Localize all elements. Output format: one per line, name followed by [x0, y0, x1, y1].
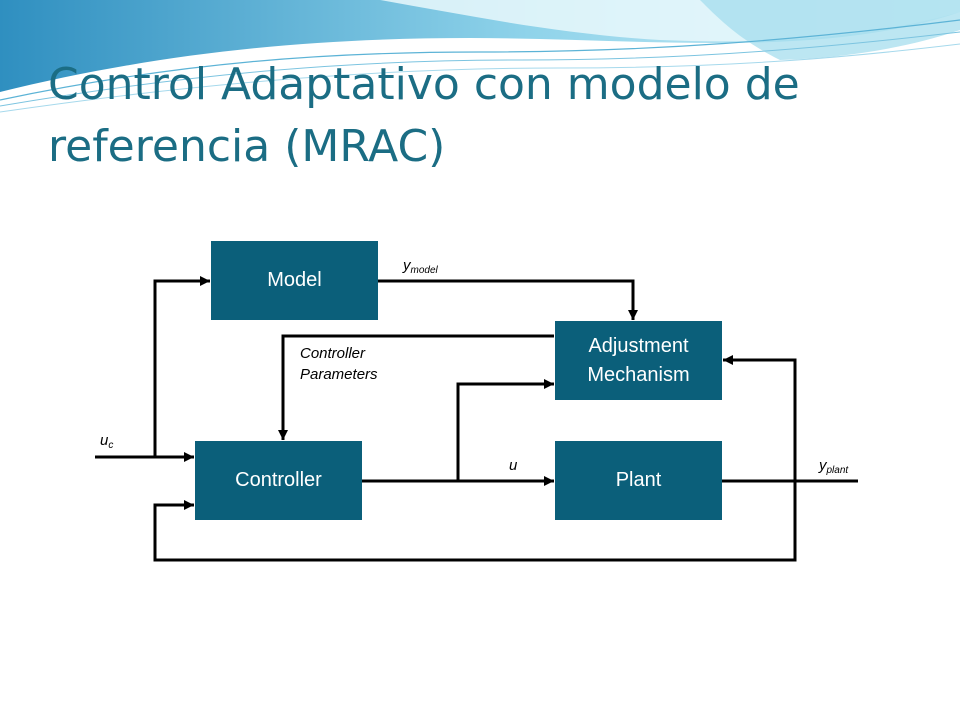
plant-block-label: Plant: [615, 469, 662, 491]
header-wave-decoration: [0, 0, 960, 113]
controller-block-label: Controller: [235, 469, 322, 491]
edge-yplant-to-adjustment: [723, 355, 797, 481]
signal-label-y-plant: yplant: [819, 457, 848, 476]
slide-title-line-1: Control Adaptativo con modelo de: [48, 59, 800, 110]
edge-ymodel-to-adjustment: [378, 279, 638, 320]
slide-title-line-2: referencia (MRAC): [48, 121, 446, 172]
signal-y-plant-sub: plant: [826, 465, 849, 476]
controller-parameters-line-2: Parameters: [300, 366, 378, 383]
signal-label-u: u: [509, 457, 518, 474]
adjustment-block-label-line-2: Mechanism: [587, 363, 690, 386]
wave-line-1: [0, 19, 960, 101]
model-block-label: Model: [267, 269, 322, 291]
signal-label-y-model: ymodel: [403, 257, 438, 276]
signal-y-model-base: y: [403, 257, 411, 274]
edge-uc-to-model: [153, 276, 210, 457]
plant-block: Plant: [555, 441, 722, 520]
wave-band-cyan: [700, 0, 960, 60]
adjustment-block-label-line-1: Adjustment: [588, 334, 689, 357]
signal-y-plant-base: y: [819, 457, 827, 474]
wave-line-3: [0, 43, 960, 113]
controller-block: Controller: [195, 441, 362, 520]
edge-yplant-feedback-to-controller: [153, 481, 797, 562]
slide-title: Control Adaptativo con modelo de referen…: [48, 54, 908, 178]
signal-label-u-c: uc: [100, 432, 113, 451]
adjustment-mechanism-block: Adjustment Mechanism: [555, 321, 722, 400]
wave-line-2: [0, 31, 960, 107]
edge-u-to-adjustment: [456, 379, 554, 481]
edge-parameters-to-controller: [278, 334, 554, 440]
signal-u-c-base: u: [100, 432, 109, 449]
signal-label-controller-parameters: Controller Parameters: [300, 343, 378, 385]
model-block: Model: [211, 241, 378, 320]
controller-parameters-line-1: Controller: [300, 345, 366, 362]
signal-y-model-sub: model: [410, 265, 438, 276]
signal-u-c-sub: c: [108, 440, 114, 451]
